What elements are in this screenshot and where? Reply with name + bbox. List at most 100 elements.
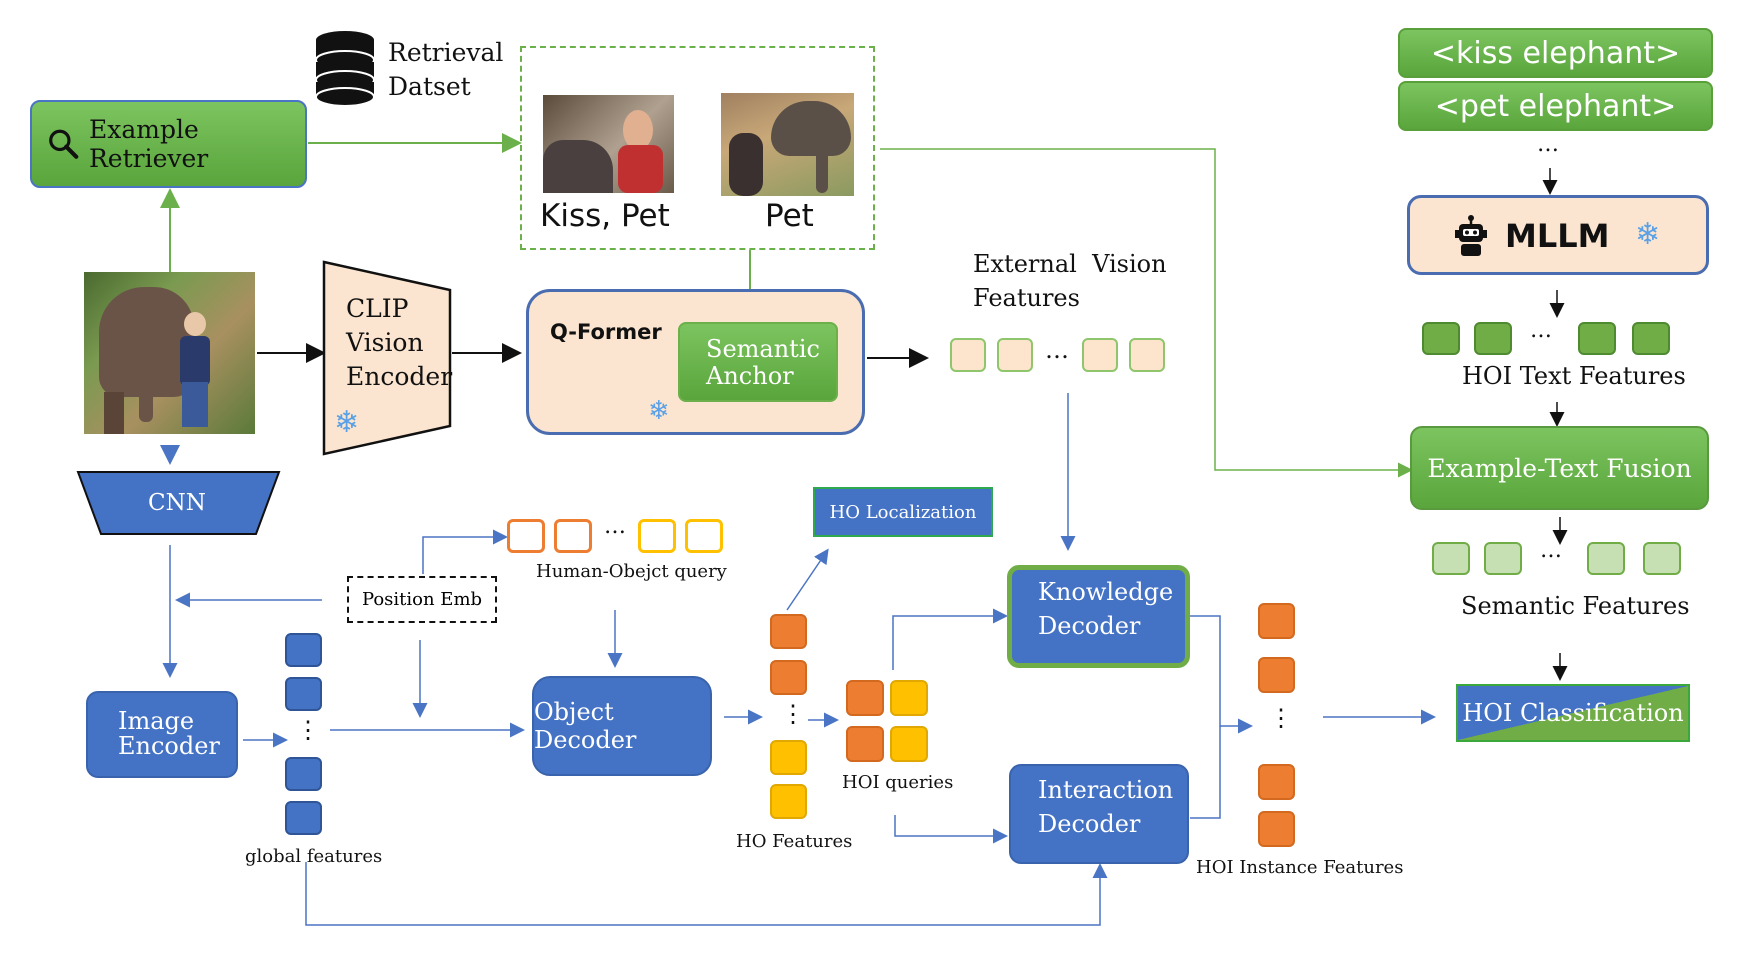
hoi-text-feature-token bbox=[1474, 322, 1512, 355]
input-elephant-image bbox=[84, 272, 255, 434]
cnn-block bbox=[76, 471, 281, 535]
prompt-kiss-elephant-label: <kiss elephant> bbox=[1430, 35, 1681, 71]
image-encoder-label-2: Encoder bbox=[118, 732, 220, 760]
example-label-kiss-pet: Kiss, Pet bbox=[540, 198, 670, 234]
position-emb-label: Position Emb bbox=[361, 589, 483, 610]
position-emb-box: Position Emb bbox=[347, 576, 497, 623]
human-object-query-token bbox=[685, 519, 723, 553]
example-label-pet: Pet bbox=[765, 198, 814, 234]
semantic-anchor-label-1: Semantic bbox=[706, 335, 820, 363]
global-feature-token bbox=[285, 801, 322, 835]
example-retriever-box: Example Retriever bbox=[30, 100, 307, 188]
feature-vertical-ellipsis: ⋮ bbox=[296, 716, 320, 744]
hoi-text-features-label: HOI Text Features bbox=[1462, 362, 1686, 390]
retrieval-dataset-label-2: Datset bbox=[388, 72, 471, 101]
external-feature-token bbox=[1129, 338, 1165, 372]
ho-features-label: HO Features bbox=[736, 831, 853, 852]
cnn-label: CNN bbox=[148, 490, 206, 516]
semantic-anchor-label-2: Anchor bbox=[706, 362, 794, 390]
example-photo-pet bbox=[721, 93, 854, 196]
database-icon bbox=[315, 31, 375, 107]
search-icon bbox=[49, 129, 79, 159]
feature-vertical-ellipsis: ⋮ bbox=[781, 700, 805, 728]
arrow-hoiq-to-knowledge bbox=[892, 608, 1008, 670]
human-object-query-label: Human-Obejct query bbox=[536, 561, 727, 582]
arrow-posemb-to-query bbox=[422, 529, 508, 574]
semantic-feature-token bbox=[1432, 542, 1470, 575]
semantic-anchor-box bbox=[678, 322, 838, 402]
feature-ellipsis: … bbox=[1540, 538, 1562, 563]
example-photo-kiss bbox=[543, 95, 674, 193]
semantic-feature-token bbox=[1587, 542, 1625, 575]
clip-label-2: Vision bbox=[346, 328, 424, 357]
arrow-examples-to-fusion bbox=[880, 148, 1413, 478]
ho-feature-token bbox=[770, 614, 807, 649]
ho-localization-box: HO Localization bbox=[813, 487, 993, 537]
external-feature-token bbox=[950, 338, 986, 372]
hoi-query-token bbox=[846, 726, 884, 762]
frozen-snowflake-icon: ❄ bbox=[334, 405, 360, 440]
ho-feature-token bbox=[770, 740, 807, 775]
qformer-label: Q-Former bbox=[550, 320, 662, 344]
external-feature-token bbox=[997, 338, 1033, 372]
ho-feature-token bbox=[770, 784, 807, 819]
feature-ellipsis: … bbox=[1045, 336, 1069, 364]
global-features-label: global features bbox=[245, 846, 383, 867]
arrow-knowledge-to-instance bbox=[1190, 615, 1253, 734]
interaction-decoder-box bbox=[1009, 764, 1189, 864]
robot-icon bbox=[1455, 215, 1487, 256]
arrow-hofeat-to-localization bbox=[786, 548, 829, 611]
hoi-text-feature-token bbox=[1632, 322, 1670, 355]
hoi-instance-feature-token bbox=[1258, 811, 1295, 847]
ho-localization-label: HO Localization bbox=[829, 501, 977, 523]
hoi-text-feature-token bbox=[1422, 322, 1460, 355]
hoi-query-token bbox=[890, 726, 928, 762]
object-decoder-box: Object Decoder bbox=[532, 676, 712, 776]
prompt-pet-elephant: <pet elephant> bbox=[1398, 81, 1713, 131]
mllm-label: MLLM bbox=[1505, 217, 1610, 255]
human-object-query-token bbox=[554, 519, 592, 553]
external-vision-features-label-2: Features bbox=[973, 284, 1080, 312]
interaction-decoder-label-2: Decoder bbox=[1038, 810, 1141, 838]
hoi-queries-label: HOI queries bbox=[842, 772, 954, 793]
example-text-fusion-label: Example-Text Fusion bbox=[1427, 453, 1692, 483]
feature-vertical-ellipsis: ⋮ bbox=[1269, 704, 1293, 732]
clip-label-1: CLIP bbox=[346, 294, 409, 323]
image-encoder-label-1: Image bbox=[118, 707, 195, 735]
human-object-query-token bbox=[638, 519, 676, 553]
retrieved-examples-box bbox=[520, 46, 875, 250]
semantic-feature-token bbox=[1484, 542, 1522, 575]
retrieval-dataset-label-1: Retrieval bbox=[388, 38, 504, 67]
external-feature-token bbox=[1082, 338, 1118, 372]
frozen-snowflake-icon: ❄ bbox=[648, 396, 670, 426]
semantic-feature-token bbox=[1643, 542, 1681, 575]
global-feature-token bbox=[285, 677, 322, 711]
hoi-classification-label: HOI Classification bbox=[1462, 699, 1684, 727]
hoi-instance-feature-token bbox=[1258, 603, 1295, 639]
hoi-instance-features-label: HOI Instance Features bbox=[1196, 857, 1404, 878]
hoi-query-token bbox=[846, 680, 884, 716]
hoi-text-feature-token bbox=[1578, 322, 1616, 355]
hoi-query-token bbox=[890, 680, 928, 716]
hoi-instance-feature-token bbox=[1258, 657, 1295, 693]
arrow-global-to-interaction bbox=[305, 862, 1108, 926]
prompt-kiss-elephant: <kiss elephant> bbox=[1398, 28, 1713, 78]
prompt-ellipsis: … bbox=[1537, 132, 1559, 157]
human-object-query-token bbox=[507, 519, 545, 553]
hoi-instance-feature-token bbox=[1258, 764, 1295, 800]
object-decoder-label: Object Decoder bbox=[534, 698, 637, 754]
knowledge-decoder-label-1: Knowledge bbox=[1038, 578, 1174, 606]
semantic-features-label: Semantic Features bbox=[1461, 592, 1690, 620]
example-retriever-label: Example Retriever bbox=[88, 115, 209, 173]
knowledge-decoder-box bbox=[1007, 565, 1190, 668]
ho-feature-token bbox=[770, 660, 807, 695]
interaction-decoder-label-1: Interaction bbox=[1038, 776, 1174, 804]
arrow-hoiq-to-interaction bbox=[894, 815, 1008, 844]
external-vision-features-label-1: External Vision bbox=[973, 250, 1167, 278]
hoi-classification-box: HOI Classification bbox=[1456, 684, 1690, 742]
feature-ellipsis: … bbox=[604, 514, 626, 539]
global-feature-token bbox=[285, 757, 322, 791]
feature-ellipsis: … bbox=[1530, 318, 1552, 343]
